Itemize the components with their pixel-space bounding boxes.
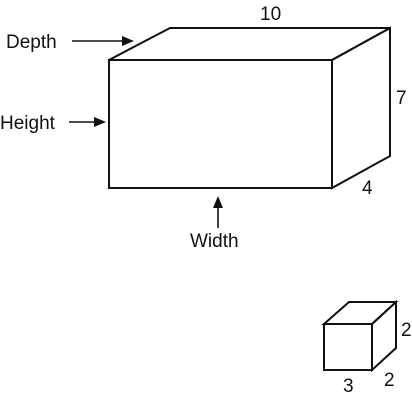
small-box bbox=[321, 299, 399, 373]
small-box-depth-value: 2 bbox=[384, 370, 395, 391]
height-label: Height bbox=[0, 113, 56, 134]
large-box-length-label: 10 bbox=[260, 4, 281, 25]
small-box-front-face bbox=[323, 323, 373, 371]
large-box-height-value: 7 bbox=[396, 88, 407, 109]
large-box-side-face bbox=[331, 26, 391, 190]
small-box-side-face bbox=[371, 299, 397, 373]
large-box-depth-value: 4 bbox=[362, 178, 373, 199]
width-label: Width bbox=[190, 231, 239, 252]
width-arrow bbox=[213, 196, 223, 228]
large-box-front-face bbox=[108, 59, 333, 189]
large-box bbox=[108, 26, 391, 190]
small-box-height-value: 2 bbox=[401, 320, 412, 341]
small-box-width-value: 3 bbox=[343, 376, 354, 397]
height-arrow bbox=[69, 117, 106, 127]
depth-arrow bbox=[72, 36, 134, 46]
depth-label: Depth bbox=[6, 32, 57, 53]
large-box-top-face bbox=[108, 27, 391, 61]
